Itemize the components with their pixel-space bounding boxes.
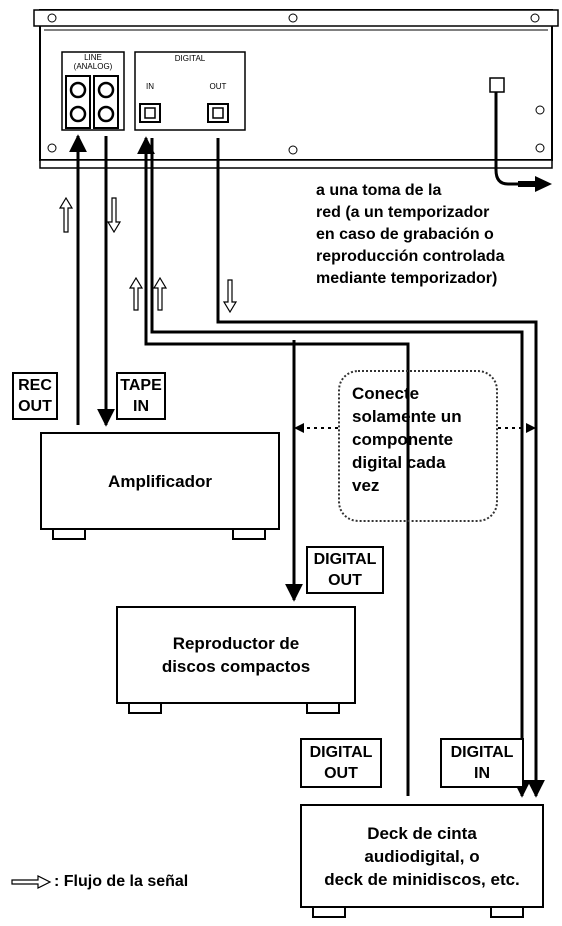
power-outlet-text: a una toma de la red (a un temporizador … <box>316 182 505 287</box>
cd-digital-out-label: DIGITAL OUT <box>306 546 384 594</box>
signal-flow-legend-icon <box>11 875 52 889</box>
digital-panel-label: DIGITAL <box>174 54 206 63</box>
dat-digital-out-label: DIGITAL OUT <box>300 738 382 788</box>
digital-in-label: IN <box>146 82 154 91</box>
analog-panel-label: LINE (ANALOG) <box>73 53 113 71</box>
dat-deck-foot <box>312 906 346 918</box>
cd-player-box: Reproductor de discos compactos <box>116 606 356 704</box>
cd-player-foot <box>128 702 162 714</box>
device-rear-panel <box>33 9 559 186</box>
analog-cables <box>69 134 115 427</box>
digital-cables <box>137 136 545 798</box>
dat-deck-foot <box>490 906 524 918</box>
dat-deck-box: Deck de cinta audiodigital, o deck de mi… <box>300 804 544 908</box>
dat-digital-in-label: DIGITAL IN <box>440 738 524 788</box>
note-bubble: Conecte solamente un componente digital … <box>338 370 498 522</box>
rec-out-label: REC OUT <box>12 372 58 420</box>
legend-label: : Flujo de la señal <box>54 873 189 890</box>
amplifier-box: Amplificador <box>40 432 280 530</box>
signal-flow-arrows <box>58 196 238 314</box>
amplifier-foot <box>232 528 266 540</box>
cd-player-foot <box>306 702 340 714</box>
tape-in-label: TAPE IN <box>116 372 166 420</box>
amplifier-foot <box>52 528 86 540</box>
power-arrow-icon <box>518 176 552 192</box>
digital-out-label: OUT <box>209 82 227 91</box>
